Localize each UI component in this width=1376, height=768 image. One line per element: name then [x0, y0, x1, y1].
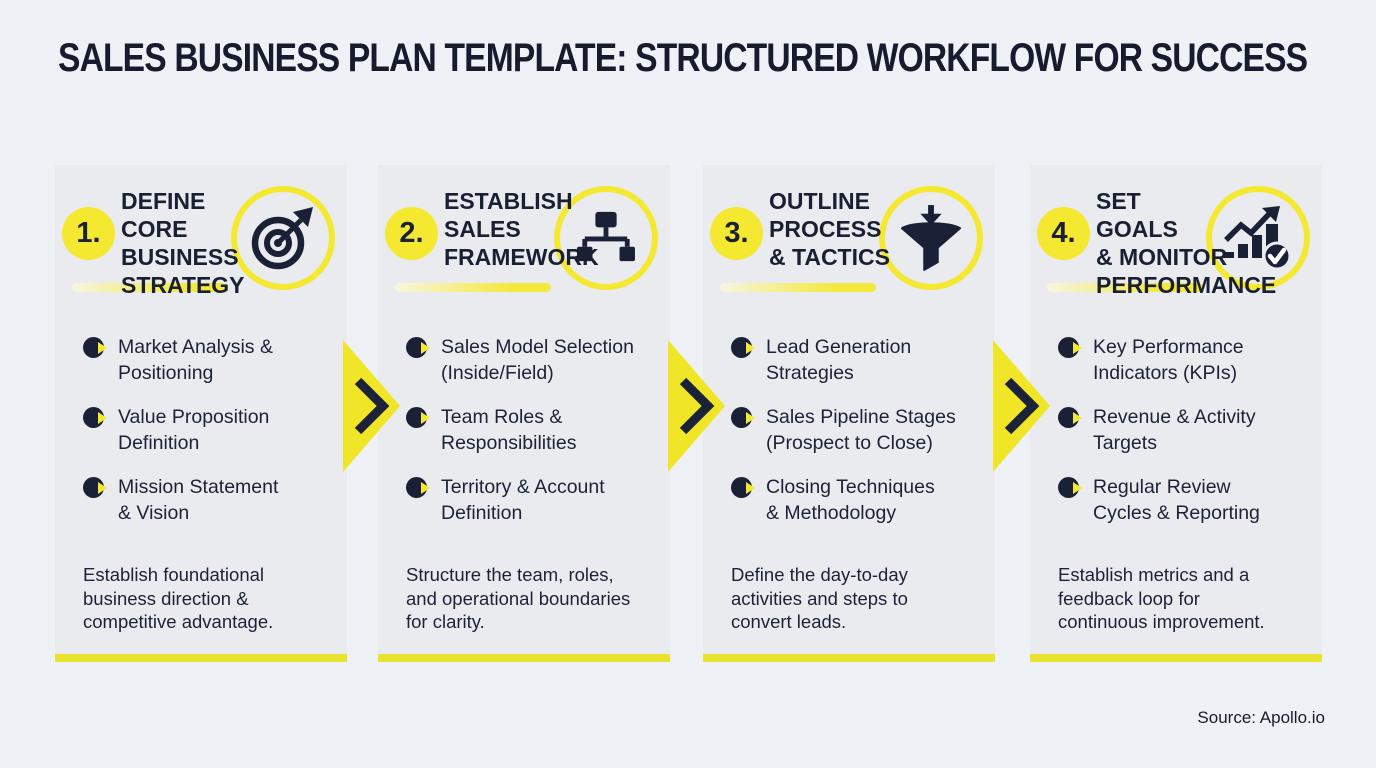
header-accent-underline [1047, 283, 1203, 292]
bullet-icon [83, 337, 104, 358]
bullet-label: Lead Generation Strategies [766, 336, 912, 384]
bullet-label: Team Roles & Responsibilities [441, 406, 577, 454]
bullet-icon [731, 337, 752, 358]
bullet-label: Closing Techniques & Methodology [766, 476, 935, 524]
page-title: SALES BUSINESS PLAN TEMPLATE: STRUCTURED… [58, 36, 1308, 80]
org-chart-icon [577, 211, 635, 262]
bullet-icon [83, 477, 104, 498]
bullet-list: Sales Model Selection (Inside/Field) Tea… [406, 335, 646, 545]
step-title: DEFINE CORE BUSINESS STRATEGY [121, 188, 245, 298]
bullet-icon [1058, 477, 1079, 498]
list-item: Team Roles & Responsibilities [406, 405, 646, 456]
bullet-list: Key Performance Indicators (KPIs) Revenu… [1058, 335, 1298, 545]
next-step-arrow-icon [668, 340, 725, 472]
step-description: Define the day-to-day activities and ste… [731, 564, 908, 632]
list-item: Closing Techniques & Methodology [731, 475, 971, 526]
next-step-arrow-icon [343, 340, 400, 472]
step-number-badge: 1. [62, 207, 115, 260]
step-icon-ring [879, 186, 983, 290]
target-icon [251, 207, 313, 270]
list-item: Territory & Account Definition [406, 475, 646, 526]
step-icon-ring [554, 186, 658, 290]
bullet-label: Regular Review Cycles & Reporting [1093, 476, 1260, 524]
bullet-label: Value Proposition Definition [118, 406, 270, 454]
bullet-label: Sales Model Selection (Inside/Field) [441, 336, 634, 384]
header-accent-underline [720, 283, 876, 292]
bullet-icon [406, 337, 427, 358]
list-item: Sales Pipeline Stages (Prospect to Close… [731, 405, 971, 456]
list-item: Mission Statement & Vision [83, 475, 323, 526]
bullet-icon [731, 407, 752, 428]
list-item: Sales Model Selection (Inside/Field) [406, 335, 646, 386]
step-description: Structure the team, roles, and operation… [406, 564, 631, 632]
bullet-list: Market Analysis & Positioning Value Prop… [83, 335, 323, 545]
list-item: Regular Review Cycles & Reporting [1058, 475, 1298, 526]
bullet-icon [406, 407, 427, 428]
header-accent-underline [395, 283, 551, 292]
step-title: ESTABLISH SALES FRAMEWORK [444, 188, 599, 270]
step-icon-ring [231, 186, 335, 290]
bullet-icon [1058, 407, 1079, 428]
bullet-label: Revenue & Activity Targets [1093, 406, 1256, 454]
growth-chart-icon [1224, 206, 1292, 270]
bullet-label: Territory & Account Definition [441, 476, 605, 524]
step-card-2: 2. ESTABLISH SALES FRAMEWORK Sales Model… [378, 165, 670, 662]
source-attribution: Source: Apollo.io [1197, 708, 1325, 727]
step-title: OUTLINE PROCESS & TACTICS [769, 188, 890, 270]
step-icon-ring [1206, 186, 1310, 290]
bullet-list: Lead Generation Strategies Sales Pipelin… [731, 335, 971, 545]
next-step-arrow-icon [993, 340, 1050, 472]
step-description: Establish metrics and a feedback loop fo… [1058, 564, 1265, 632]
bullet-label: Market Analysis & Positioning [118, 336, 273, 384]
header-accent-underline [72, 283, 228, 292]
list-item: Key Performance Indicators (KPIs) [1058, 335, 1298, 386]
step-card-4: 4. SET GOALS & MONITOR PERFORMANCE Key P… [1030, 165, 1322, 662]
step-number-badge: 3. [710, 207, 763, 260]
bullet-icon [406, 477, 427, 498]
step-title: SET GOALS & MONITOR PERFORMANCE [1096, 188, 1277, 298]
bullet-label: Mission Statement & Vision [118, 476, 279, 524]
step-number-badge: 4. [1037, 207, 1090, 260]
bullet-icon [731, 477, 752, 498]
list-item: Market Analysis & Positioning [83, 335, 323, 386]
step-card-1: 1. DEFINE CORE BUSINESS STRATEGY Market … [55, 165, 347, 662]
step-description: Establish foundational business directio… [83, 564, 274, 632]
bullet-icon [83, 407, 104, 428]
list-item: Revenue & Activity Targets [1058, 405, 1298, 456]
step-number-badge: 2. [385, 207, 438, 260]
step-card-3: 3. OUTLINE PROCESS & TACTICS Lead Genera… [703, 165, 995, 662]
funnel-icon [900, 205, 962, 271]
bullet-label: Key Performance Indicators (KPIs) [1093, 336, 1244, 384]
bullet-label: Sales Pipeline Stages (Prospect to Close… [766, 406, 956, 454]
bullet-icon [1058, 337, 1079, 358]
list-item: Lead Generation Strategies [731, 335, 971, 386]
list-item: Value Proposition Definition [83, 405, 323, 456]
